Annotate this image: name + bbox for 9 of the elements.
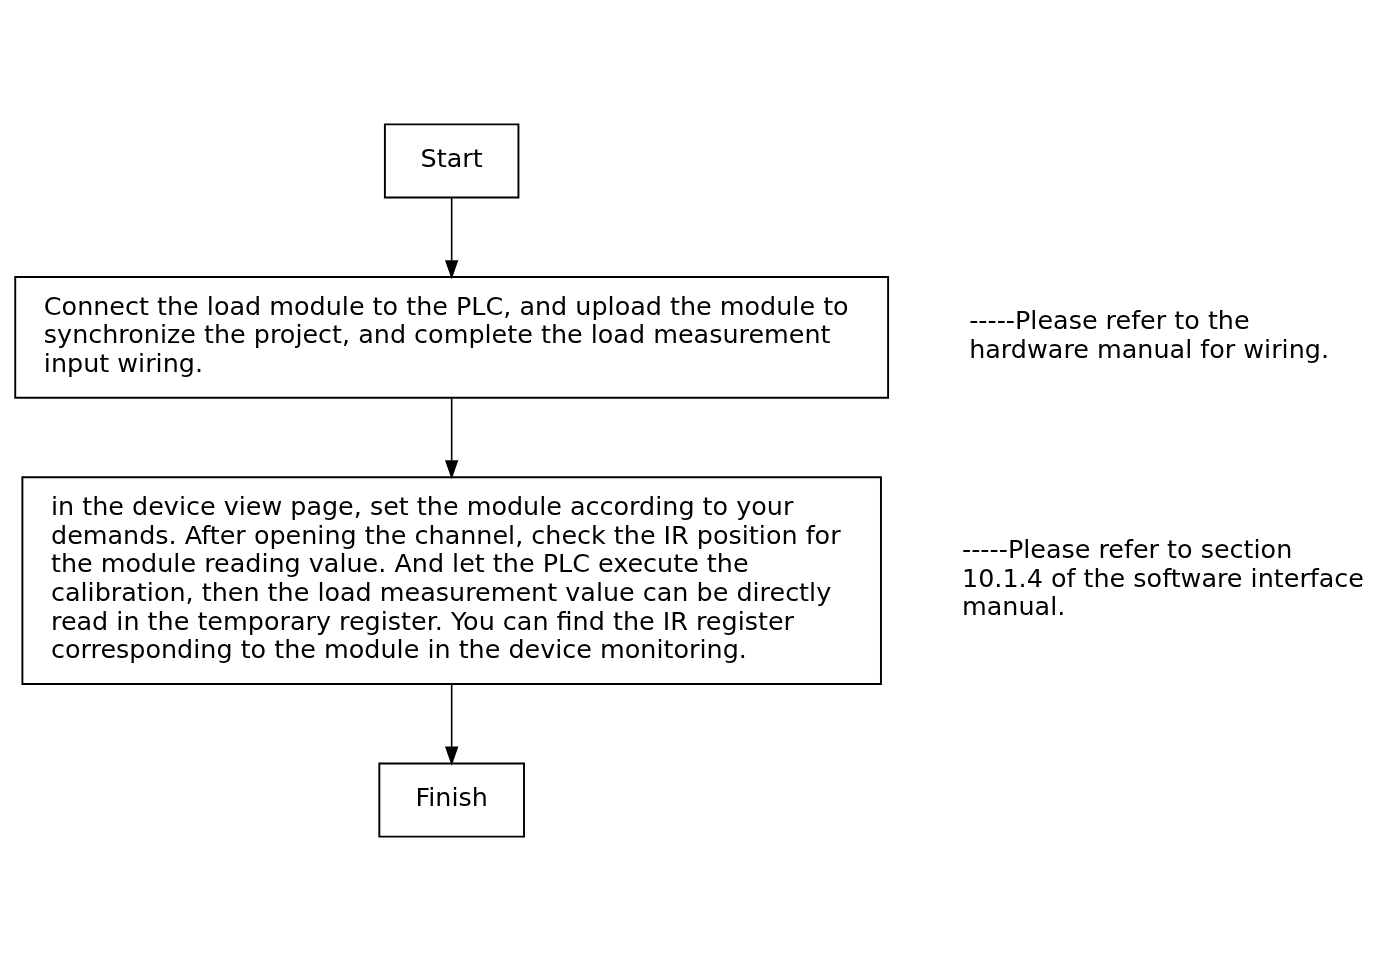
node-box: Start — [383, 122, 520, 198]
node-box: Connect the load module to the PLC, and upload the module to synchronize the project, and complete the load measurement input wiring. — [14, 275, 890, 399]
node-box: Finish — [378, 762, 525, 838]
node-label: -----Please refer to section 10.1.4 of the software interface manual. — [962, 533, 1364, 621]
arrow — [444, 397, 459, 479]
arrow — [444, 196, 459, 279]
node-label: -----Please refer to the hardware manual for wiring. — [969, 304, 1330, 364]
arrow — [444, 682, 459, 766]
node-box: in the device view page, set the module according to your demands. After opening the channel, check the IR position for the module reading value. And let the PLC execute the calibration, then the load measurement value can be directly read in the temporary register. You can find the IR register corresponding to the module in the device monitoring. — [21, 475, 882, 685]
